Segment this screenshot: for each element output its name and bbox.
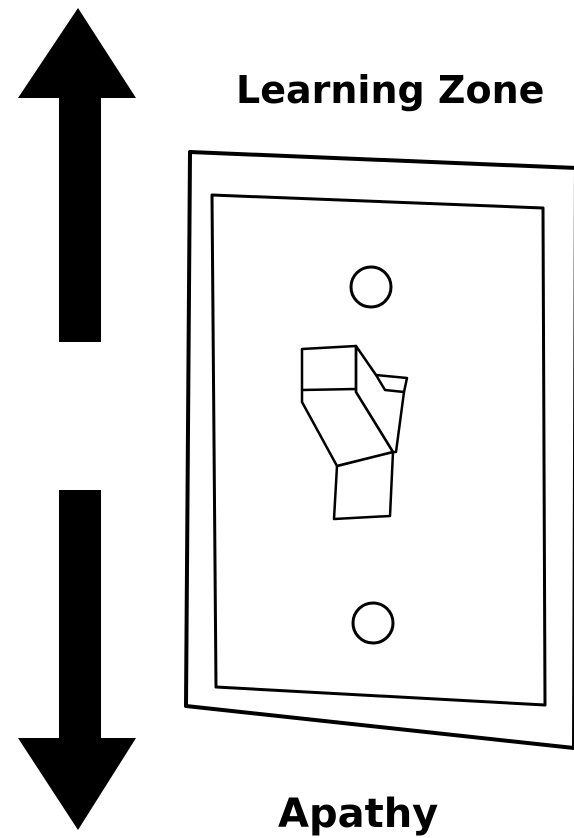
lever-right-face <box>356 346 407 452</box>
lever-front-face <box>302 346 393 466</box>
switch-plate-outer <box>186 152 574 748</box>
apathy-label: Apathy <box>278 790 438 838</box>
light-switch-icon <box>186 152 574 748</box>
top-screw-icon <box>351 267 391 307</box>
lever-base <box>334 452 393 519</box>
switch-plate-inner <box>212 195 545 705</box>
lever-front-crease <box>302 389 356 390</box>
up-arrow-icon <box>18 8 136 342</box>
down-arrow-icon <box>18 490 136 830</box>
bottom-screw-icon <box>353 603 393 643</box>
toggle-lever <box>302 346 407 519</box>
learning-zone-label: Learning Zone <box>236 66 544 114</box>
